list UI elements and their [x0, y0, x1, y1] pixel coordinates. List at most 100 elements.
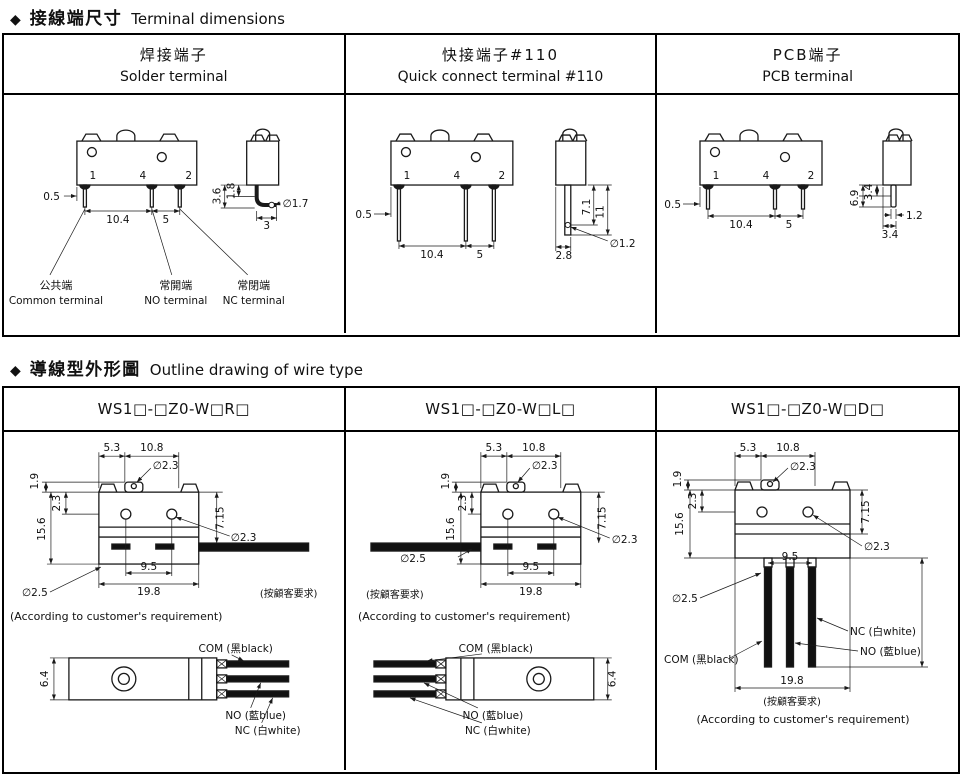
pcb-side-view [881, 128, 913, 208]
col-header-model-d: WS1□-□Z0-W□D□ [657, 388, 958, 430]
terminal-number: 1 [712, 170, 719, 182]
solder-header-cjk: 焊接端子 [139, 45, 208, 64]
section-title-outline-drawing: ◆ 導線型外形圖 Outline drawing of wire type [10, 355, 363, 380]
dim-label: 1.9 [672, 471, 684, 488]
dim-label: 10.4 [106, 214, 130, 226]
pcb-terminal-numbers: 1 4 2 [712, 170, 814, 182]
dim-label: 19.8 [519, 586, 542, 598]
terminal-number: 2 [185, 170, 192, 182]
dim-label: 15.6 [36, 517, 48, 540]
solder-dimension-lines [49, 184, 281, 276]
quick-header-cjk: 快接端子#110 [441, 45, 560, 64]
dim-label: 5.3 [485, 442, 502, 454]
dim-label: 9.5 [781, 551, 798, 563]
dim-label: 7.15 [215, 506, 227, 529]
dim-label: 7.15 [860, 500, 872, 523]
dim-label: ∅2.3 [153, 460, 179, 472]
dim-label: 2.3 [456, 495, 468, 512]
dim-label: 5 [162, 214, 169, 226]
solder-dimension-labels: 0.5 10.4 5 1.8 3.6 3 ∅1.7 [43, 183, 308, 232]
dim-label: 1.9 [29, 473, 41, 490]
wire-type-l-cell: 5.3 10.8 ∅2.3 1.9 2.3 15.6 7.15 ∅2.3 ∅2.… [346, 432, 658, 770]
terminal-table-header-row: 焊接端子 Solder terminal 快接端子#110 Quick conn… [4, 35, 958, 95]
model-code-r: WS1□-□Z0-W□R□ [97, 400, 250, 418]
dim-label: ∅2.3 [231, 532, 257, 544]
dim-label: ∅2.3 [531, 460, 557, 472]
col-header-pcb: PCB端子 PCB terminal [657, 35, 958, 93]
l-dimension-lines [451, 452, 610, 589]
d-top-view [733, 479, 851, 668]
quick-header-en: Quick connect terminal #110 [397, 68, 604, 85]
no-wire-label: NO (藍blue) [860, 645, 921, 658]
dim-label: 10.8 [776, 442, 799, 454]
quick-side-view [554, 128, 587, 236]
r-dimension-lines [41, 452, 230, 593]
wire-type-d-cell: 5.3 10.8 ∅2.3 1.9 2.3 15.6 7.15 ∅2.3 9.5… [657, 432, 958, 770]
pcb-header-en: PCB terminal [762, 68, 854, 85]
l-wire-labels: 6.4 COM (黑black) NO (藍blue) NC (白white) [458, 643, 618, 737]
dim-label: ∅2.3 [864, 541, 890, 553]
l-bottom-dimension-lines [409, 653, 612, 724]
nc-wire-label: NC (白white) [235, 724, 301, 737]
quick-dimension-labels: 0.5 10.4 5 7.1 11 2.8 ∅1.2 [355, 199, 635, 262]
dim-label: 10.8 [140, 442, 163, 454]
pcb-terminal-cell: 1 4 2 0.5 10.4 5 3.4 6.9 1.2 3.4 [657, 95, 958, 333]
dim-label: 2.3 [51, 495, 63, 512]
dim-label: 3.6 [212, 188, 224, 205]
wire-table-drawing-row: 5.3 10.8 ∅2.3 1.9 2.3 15.6 7.15 ∅2.3 ∅2.… [4, 432, 958, 770]
col-header-model-r: WS1□-□Z0-W□R□ [4, 388, 346, 430]
dim-label: 6.4 [39, 670, 51, 687]
dim-label: 5 [476, 249, 483, 261]
com-wire-label: COM (黑black) [664, 654, 739, 666]
terminal-number: 4 [762, 170, 769, 182]
nc-wire-label: NC (白white) [850, 625, 916, 638]
terminal-table-drawing-row: 1 4 2 0.5 10.4 5 1.8 3.6 3 ∅1.7 公共端 [4, 95, 958, 333]
wire-type-r-drawing: 5.3 10.8 ∅2.3 1.9 2.3 15.6 7.15 ∅2.3 ∅2.… [10, 442, 318, 737]
solder-side-view [246, 128, 281, 209]
no-terminal-label-cjk: 常開端 [159, 279, 192, 292]
col-header-model-l: WS1□-□Z0-W□L□ [346, 388, 658, 430]
wire-type-table: WS1□-□Z0-W□R□ WS1□-□Z0-W□L□ WS1□-□Z0-W□D… [2, 386, 960, 774]
dim-label: 11 [594, 205, 606, 218]
dim-label: ∅2.5 [672, 593, 698, 605]
dim-label: 9.5 [522, 561, 539, 573]
dim-label: 0.5 [355, 209, 372, 221]
pcb-terminal-drawing: 1 4 2 0.5 10.4 5 3.4 6.9 1.2 3.4 [664, 128, 922, 241]
dim-label: 1.8 [226, 183, 238, 200]
dim-label: 2.8 [555, 250, 572, 262]
dim-label: ∅1.7 [283, 198, 309, 210]
dim-label: 15.6 [674, 512, 686, 536]
requirement-note-en: (According to customer's requirement) [358, 610, 570, 623]
dim-label: 10.4 [420, 249, 444, 261]
solder-terminal-name-labels: 公共端 Common terminal 常開端 NO terminal 常閉端 … [9, 279, 285, 307]
dim-label: 3.4 [881, 229, 898, 241]
quick-connect-terminal-cell: 1 4 2 0.5 10.4 5 7.1 11 2.8 ∅1.2 [346, 95, 658, 333]
dim-label: 2.3 [687, 493, 699, 510]
dim-label: 0.5 [664, 199, 681, 211]
quick-connect-terminal-drawing: 1 4 2 0.5 10.4 5 7.1 11 2.8 ∅1.2 [355, 128, 635, 262]
dim-label: 7.15 [596, 506, 608, 529]
model-code-l: WS1□-□Z0-W□L□ [425, 400, 576, 418]
dim-label: ∅2.5 [22, 587, 48, 599]
nc-terminal-label-cjk: 常閉端 [237, 279, 270, 292]
pcb-dimension-lines [682, 184, 904, 229]
l-dimension-labels: 5.3 10.8 ∅2.3 1.9 2.3 15.6 7.15 ∅2.3 ∅2.… [358, 442, 638, 623]
dim-label: 1.2 [906, 210, 923, 222]
common-terminal-label-en: Common terminal [9, 295, 103, 307]
diamond-icon: ◆ [10, 12, 21, 28]
common-terminal-label-cjk: 公共端 [39, 279, 72, 292]
requirement-note-cjk: (按顧客要求) [763, 695, 821, 708]
section2-title-cjk: 導線型外形圖 [29, 360, 141, 380]
wire-table-header-row: WS1□-□Z0-W□R□ WS1□-□Z0-W□L□ WS1□-□Z0-W□D… [4, 388, 958, 432]
d-wire-labels: COM (黑black) NC (白white) NO (藍blue) [664, 625, 921, 666]
diamond-icon: ◆ [10, 363, 21, 379]
dim-label: 5 [785, 219, 792, 231]
terminal-number: 4 [139, 170, 146, 182]
no-wire-label: NO (藍blue) [225, 709, 286, 722]
solder-terminal-cell: 1 4 2 0.5 10.4 5 1.8 3.6 3 ∅1.7 公共端 [4, 95, 346, 333]
l-bottom-view [372, 657, 594, 701]
requirement-note-en: (According to customer's requirement) [696, 713, 909, 726]
dim-label: 5.3 [104, 442, 121, 454]
r-bottom-dimension-lines [49, 654, 273, 723]
pcb-dimension-labels: 0.5 10.4 5 3.4 6.9 1.2 3.4 [664, 183, 922, 241]
